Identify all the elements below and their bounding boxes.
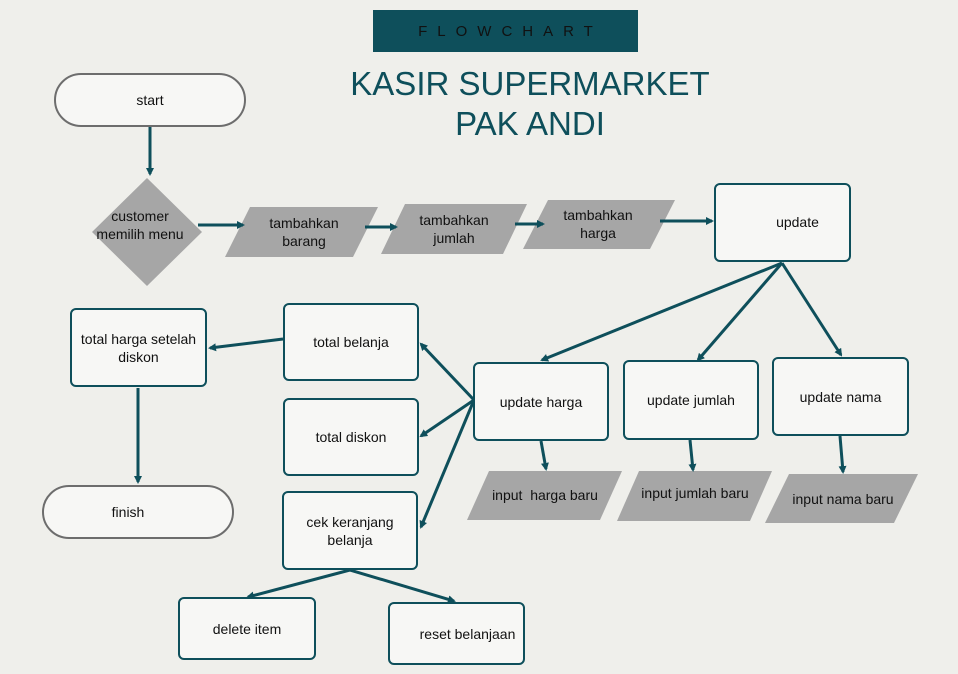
node-total-belanja: total belanja	[283, 303, 419, 381]
connector-update-harga-to-input	[539, 440, 549, 471]
node-reset-belanjaan: reset belanjaan	[388, 602, 525, 665]
connector-update-to-update-harga	[540, 261, 783, 362]
connector-layer	[134, 127, 847, 604]
node-total-diskon: total diskon	[283, 398, 419, 476]
node-update: update	[714, 183, 851, 262]
data-shape-tambah-harga	[523, 200, 675, 249]
node-tambah-barang: tambahkan barang	[269, 215, 339, 249]
connector-total-belanja-to-total-harga	[208, 337, 284, 352]
connector-update-jumlah-to-input	[688, 439, 697, 472]
data-shape-tambah-barang	[225, 207, 378, 257]
data-shape-input-nama	[765, 474, 918, 523]
node-delete-item: delete item	[178, 597, 316, 660]
node-tambah-jumlah: tambahkan jumlah	[419, 212, 489, 246]
node-input-jumlah: input jumlah baru	[641, 485, 749, 501]
connector-cek-to-delete	[246, 568, 351, 600]
connector-update-to-update-jumlah	[696, 262, 784, 362]
node-tambah-harga: tambahkan harga	[563, 207, 633, 241]
connector-to-cek-keranjang	[419, 399, 476, 529]
connector-cek-to-reset	[349, 568, 456, 604]
node-input-nama: input nama baru	[792, 491, 894, 507]
connector-update-to-update-nama	[780, 262, 843, 357]
connector-to-total-diskon	[419, 398, 475, 438]
node-input-harga: input harga baru	[492, 487, 598, 503]
flowchart-banner: FLOWCHART	[373, 10, 638, 52]
node-update-harga: update harga	[473, 362, 609, 441]
connector-update-nama-to-input	[838, 435, 847, 474]
decision-diamond	[92, 178, 202, 286]
node-finish: finish	[42, 485, 234, 539]
node-update-jumlah: update jumlah	[623, 360, 759, 440]
data-shape-input-harga	[467, 471, 622, 520]
node-cek-keranjang: cek keranjang belanja	[282, 491, 418, 570]
data-shape-tambah-jumlah	[381, 204, 527, 254]
node-start: start	[54, 73, 246, 127]
data-shape-input-jumlah	[617, 471, 772, 521]
shape-layer	[92, 178, 918, 523]
connector-to-total-belanja	[419, 342, 476, 402]
node-decision: customer memilih menu	[96, 208, 184, 242]
node-update-nama: update nama	[772, 357, 909, 436]
node-total-harga-setelah-diskon: total harga setelah diskon	[70, 308, 207, 387]
diagram-title: KASIR SUPERMARKET PAK ANDI	[350, 65, 710, 142]
